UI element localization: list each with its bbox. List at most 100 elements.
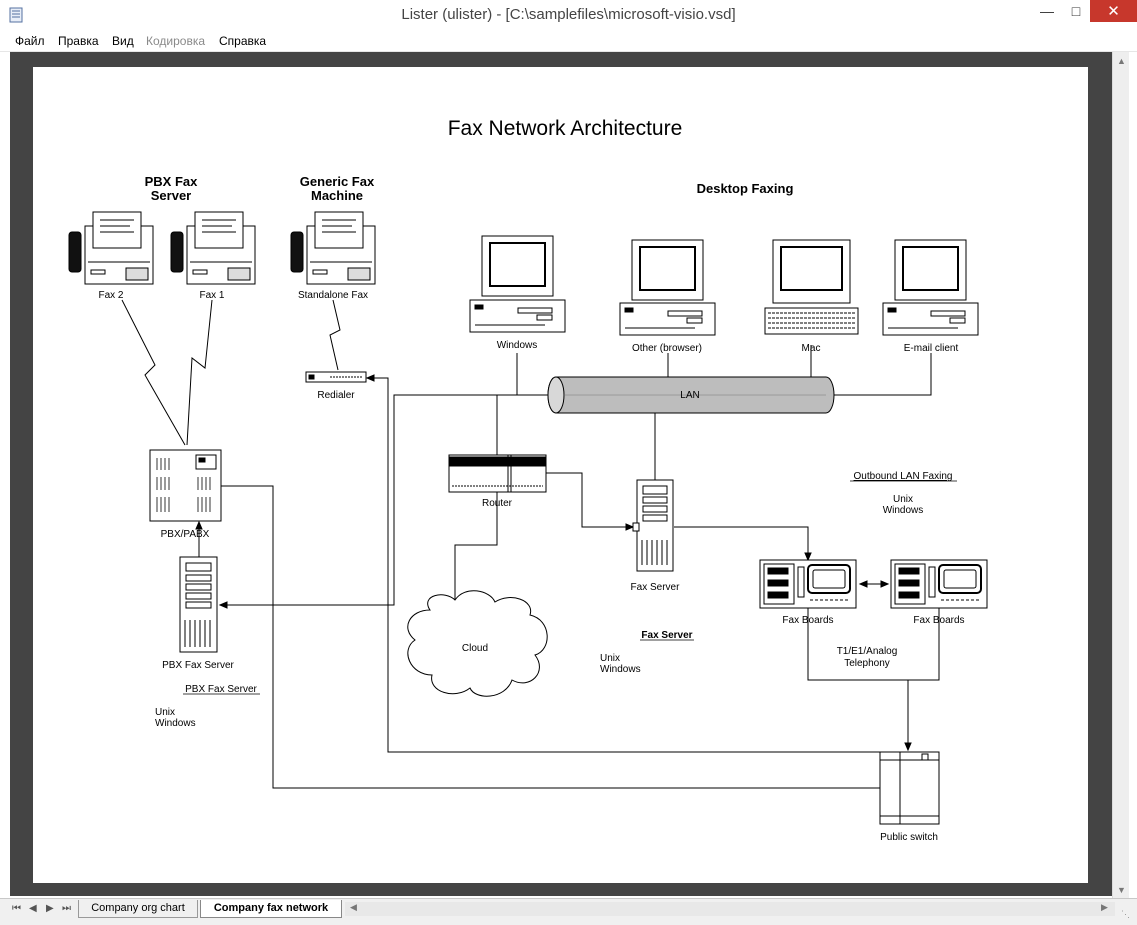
arrow-boards-left <box>858 580 868 588</box>
resize-grip-icon[interactable]: ⋱ <box>1121 909 1130 919</box>
label-fax1: Fax 1 <box>199 290 224 301</box>
first-sheet-icon[interactable]: ⏮ <box>12 903 21 914</box>
label-fax2: Fax 2 <box>98 290 123 301</box>
arrow-pbx <box>195 520 203 530</box>
mac-pc <box>764 239 859 335</box>
note-outbound-line2: Windows <box>883 505 924 516</box>
label-mac: Mac <box>802 343 821 354</box>
app-icon <box>9 7 23 23</box>
fax2-device <box>68 211 154 285</box>
menu-help[interactable]: Справка <box>219 34 267 48</box>
label-redialer: Redialer <box>317 390 355 401</box>
label-telephony-1: T1/E1/Analog <box>837 646 898 657</box>
label-public-switch: Public switch <box>880 832 938 843</box>
heading-pbx-fax-server-1: PBX Fax <box>145 174 199 189</box>
note-fax-server-line1: Unix <box>600 653 620 664</box>
label-email-client: E-mail client <box>904 343 959 354</box>
switch-to-redialer <box>367 377 880 753</box>
other-browser-pc <box>619 239 716 336</box>
label-fax-boards-1: Fax Boards <box>782 615 833 626</box>
vertical-scrollbar[interactable]: ▲ ▼ <box>1112 52 1130 898</box>
fax-network-diagram: Fax Network Architecture PBX Fax Server … <box>68 117 988 843</box>
cloud-shape <box>407 590 548 697</box>
menu-edit[interactable]: Правка <box>58 34 99 48</box>
public-switch-device <box>879 751 940 825</box>
email-client-pc <box>882 239 979 336</box>
arrow-boards-right <box>880 580 890 588</box>
arrow-fax-boards <box>804 552 812 562</box>
last-sheet-icon[interactable]: ⏭ <box>62 903 71 914</box>
heading-generic-fax-1: Generic Fax <box>300 174 375 189</box>
right-frame <box>1129 52 1137 924</box>
note-pbx-heading: PBX Fax Server <box>185 684 257 695</box>
note-outbound-line1: Unix <box>893 494 913 505</box>
pbx-fax-server-tower <box>179 556 218 653</box>
label-lan: LAN <box>680 390 699 401</box>
fax-server-tower <box>632 479 674 572</box>
arrow-redialer <box>365 374 375 382</box>
scroll-down-icon[interactable]: ▼ <box>1117 885 1126 895</box>
maximize-button[interactable]: □ <box>1071 3 1081 19</box>
label-other-browser-pc: Other (browser) <box>632 343 702 354</box>
standalone-fax-link <box>329 299 341 371</box>
menu-view[interactable]: Вид <box>112 34 134 48</box>
sheet-tab-bar: ⏮ ◀ ▶ ⏭ Company org chart Company fax ne… <box>0 898 1137 925</box>
label-standalone-fax: Standalone Fax <box>298 290 368 301</box>
label-pbx-pabx: PBX/PABX <box>161 529 210 540</box>
menu-bar: Файл Правка Вид Кодировка Справка <box>0 31 1137 52</box>
arrow-fax-server <box>625 523 635 531</box>
arrow-pbx-fax-server <box>218 601 228 609</box>
label-fax-server: Fax Server <box>631 582 681 593</box>
note-fax-server-line2: Windows <box>600 664 641 675</box>
lan-to-pbx-fax-server <box>220 394 560 606</box>
email-lan-drop <box>833 353 932 396</box>
menu-file[interactable]: Файл <box>15 34 45 48</box>
fax1-link <box>186 299 213 446</box>
scroll-up-icon[interactable]: ▲ <box>1117 56 1126 66</box>
switch-to-pbx <box>220 485 880 789</box>
redialer-device <box>305 371 367 383</box>
fax1-device <box>170 211 256 285</box>
menu-encoding[interactable]: Кодировка <box>146 34 206 48</box>
horizontal-scrollbar[interactable]: ◀ ▶ <box>345 902 1115 916</box>
label-fax-boards-2: Fax Boards <box>913 615 964 626</box>
router-to-fax-server <box>546 472 633 528</box>
lan-cylinder <box>547 376 835 414</box>
heading-desktop-faxing: Desktop Faxing <box>697 181 794 196</box>
router-to-cloud <box>454 492 498 600</box>
router-device <box>448 454 547 493</box>
left-frame <box>0 52 10 924</box>
scroll-left-icon[interactable]: ◀ <box>350 902 357 912</box>
scroll-right-icon[interactable]: ▶ <box>1101 902 1108 912</box>
label-telephony-2: Telephony <box>844 658 890 669</box>
title-bar: Lister (ulister) - [C:\samplefiles\micro… <box>0 0 1137 31</box>
tab-company-org-chart[interactable]: Company org chart <box>78 900 198 918</box>
label-cloud: Cloud <box>462 643 488 654</box>
fax-boards-2-device <box>890 559 988 609</box>
heading-generic-fax-2: Machine <box>311 188 363 203</box>
note-outbound-heading: Outbound LAN Faxing <box>854 471 953 482</box>
close-button[interactable]: ✕ <box>1090 0 1137 22</box>
next-sheet-icon[interactable]: ▶ <box>46 903 54 914</box>
diagram-page: Fax Network Architecture PBX Fax Server … <box>33 67 1088 883</box>
fax-boards-1-device <box>759 559 857 609</box>
heading-pbx-fax-server-2: Server <box>151 188 191 203</box>
diagram-title: Fax Network Architecture <box>448 117 683 140</box>
note-fax-server-heading: Fax Server <box>641 630 692 641</box>
arrow-public-switch <box>904 742 912 752</box>
telephony-loop <box>807 608 940 681</box>
fax-server-to-boards <box>674 526 809 560</box>
label-windows-pc: Windows <box>497 340 538 351</box>
standalone-fax-device <box>290 211 376 285</box>
fax2-link <box>121 299 186 446</box>
prev-sheet-icon[interactable]: ◀ <box>29 903 37 914</box>
windows-pc <box>469 235 566 333</box>
tab-company-fax-network[interactable]: Company fax network <box>200 900 342 918</box>
note-pbx-line1: Unix <box>155 707 175 718</box>
label-pbx-fax-server: PBX Fax Server <box>162 660 234 671</box>
window-title: Lister (ulister) - [C:\samplefiles\micro… <box>401 6 736 23</box>
note-pbx-line2: Windows <box>155 718 196 729</box>
label-router: Router <box>482 498 513 509</box>
minimize-button[interactable]: — <box>1040 3 1054 19</box>
pbx-device <box>149 449 222 522</box>
